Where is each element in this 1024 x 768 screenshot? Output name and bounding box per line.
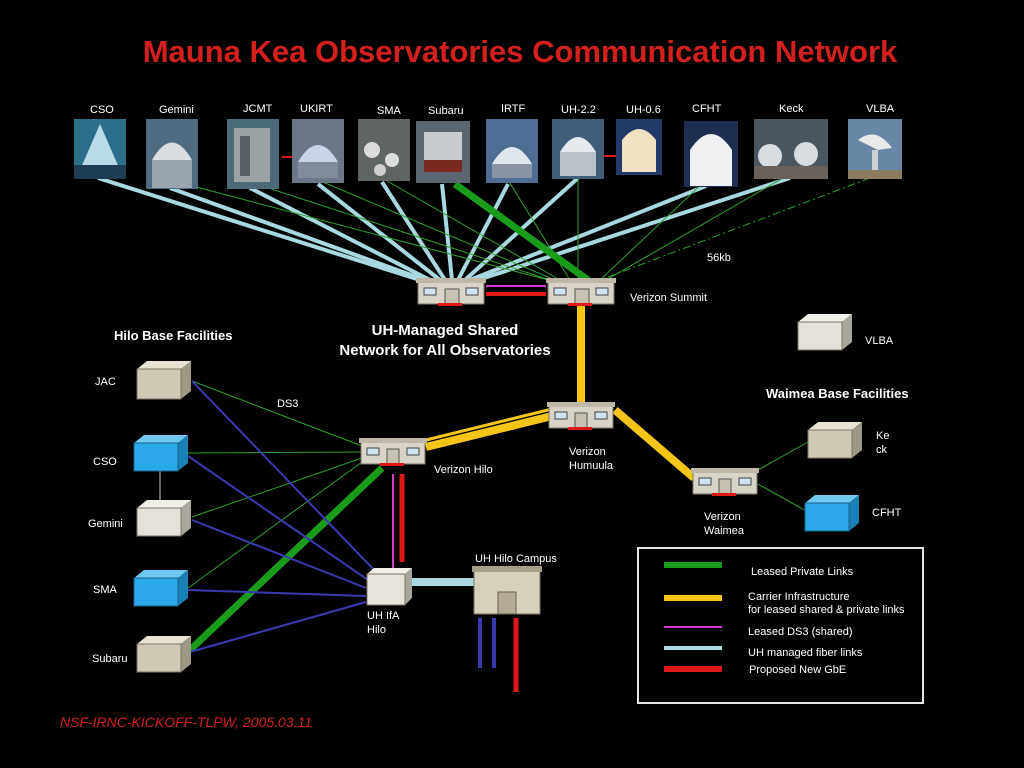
label-verizon-humuula-1: Verizon <box>569 446 606 458</box>
label-hilo-jac: JAC <box>95 376 116 388</box>
label-jcmt: JCMT <box>243 103 273 115</box>
humuula-hut <box>547 402 615 430</box>
links-layer <box>97 155 871 692</box>
telescope-jcmt-photo <box>227 119 279 189</box>
label-verizon-waimea-2: Waimea <box>704 525 744 537</box>
carrier-links <box>425 306 697 482</box>
telescope-gemini-photo <box>146 119 198 189</box>
label-verizon-summit: Verizon Summit <box>630 292 708 304</box>
thin-private-links <box>169 173 791 281</box>
label-uh-ifa-1: UH IfA <box>367 610 400 622</box>
telescope-sma-photo <box>358 119 410 181</box>
label-irtf: IRTF <box>501 103 526 115</box>
gemini-base-building <box>136 500 191 537</box>
uh-hilo-campus-building <box>472 566 542 615</box>
label-verizon-humuula-2: Humuula <box>569 460 614 472</box>
center-heading-line1: UH-Managed Shared <box>371 322 519 339</box>
legend-swatches <box>664 562 722 672</box>
center-heading: UH-Managed Shared Network for All Observ… <box>320 321 570 361</box>
buildings <box>133 278 862 673</box>
hilo-base-heading: Hilo Base Facilities <box>114 328 233 343</box>
center-heading-line2: Network for All Observatories <box>339 342 551 359</box>
telescope-uh22-photo <box>552 119 604 179</box>
label-hilo-sma: SMA <box>93 584 117 596</box>
footer-citation: NSF-IRNC-KICKOFF-TLPW, 2005.03.11 <box>60 714 313 730</box>
label-56kb: 56kb <box>707 252 731 264</box>
label-keck: Keck <box>779 103 804 115</box>
legend-item-gbe: Proposed New GbE <box>749 664 847 676</box>
label-sma: SMA <box>377 105 401 117</box>
label-vlba-base: VLBA <box>865 335 894 347</box>
label-uh-ifa-2: Hilo <box>367 624 386 636</box>
label-ds3: DS3 <box>277 398 299 410</box>
telescope-keck-photo <box>754 119 828 179</box>
page-title: Mauna Kea Observatories Communication Ne… <box>142 34 898 69</box>
legend-item-carrier: Carrier Infrastructure for leased shared… <box>748 591 905 616</box>
label-cfht: CFHT <box>692 103 722 115</box>
telescope-uh06-photo <box>616 119 662 175</box>
cfht-base-building <box>804 495 859 532</box>
waimea-hut <box>691 468 759 496</box>
vlba-56kb-link <box>599 177 871 281</box>
label-uh06: UH-0.6 <box>626 104 661 116</box>
uh-ifa-building <box>366 568 412 606</box>
label-ukirt: UKIRT <box>300 103 333 115</box>
vlba-base-building <box>797 314 852 351</box>
subaru-base-building <box>136 636 191 673</box>
label-hilo-subaru: Subaru <box>92 653 128 665</box>
label-uh-hilo-campus: UH Hilo Campus <box>475 553 557 565</box>
label-keck-base-1: Ke <box>876 430 890 442</box>
label-verizon-hilo: Verizon Hilo <box>434 464 493 476</box>
keck-base-building <box>807 422 862 459</box>
label-hilo-gemini: Gemini <box>88 518 123 530</box>
label-hilo-cso: CSO <box>93 456 117 468</box>
telescope-irtf-photo <box>486 119 538 183</box>
label-cso: CSO <box>90 104 114 116</box>
label-uh22: UH-2.2 <box>561 104 596 116</box>
cso-base-building <box>133 435 188 472</box>
subaru-private-link <box>452 181 591 283</box>
telescope-cfht-photo <box>684 121 738 187</box>
telescope-cso-photo <box>74 119 126 179</box>
telescope-vlba-photo <box>848 119 902 179</box>
telescope-subaru-photo <box>416 121 470 183</box>
label-subaru: Subaru <box>428 105 464 117</box>
telescope-row <box>74 119 902 189</box>
label-verizon-waimea-1: Verizon <box>704 511 741 523</box>
waimea-base-heading: Waimea Base Facilities <box>766 386 909 401</box>
legend-item-fiber: UH managed fiber links <box>748 647 863 659</box>
label-vlba: VLBA <box>866 103 895 115</box>
jac-building <box>136 361 191 400</box>
summit-hut-right <box>546 278 616 306</box>
legend-item-ds3: Leased DS3 (shared) <box>748 626 853 638</box>
legend-item-leased-private: Leased Private Links <box>751 566 854 578</box>
hilo-hut <box>359 438 427 466</box>
telescope-ukirt-photo <box>292 119 344 183</box>
label-cfht-base: CFHT <box>872 507 902 519</box>
label-gemini: Gemini <box>159 104 194 116</box>
fiber-links <box>97 176 791 282</box>
sma-base-building <box>133 570 188 607</box>
legend-box <box>637 547 924 704</box>
label-keck-base-2: ck <box>876 444 887 456</box>
summit-hut-left <box>416 278 486 306</box>
